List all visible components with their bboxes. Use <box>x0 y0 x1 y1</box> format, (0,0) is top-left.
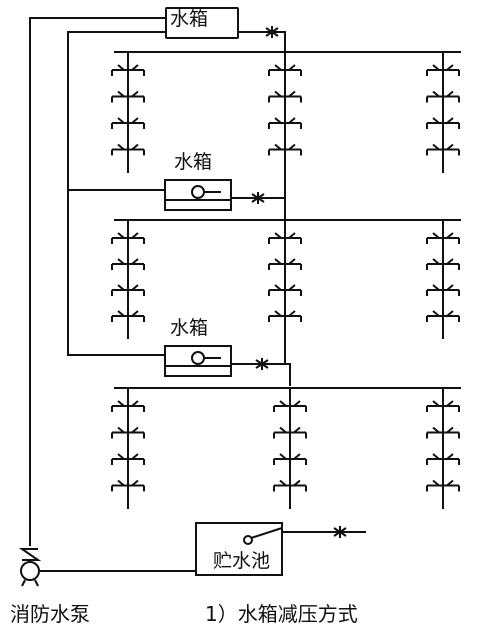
outlet-fixture-icon <box>111 64 145 76</box>
top-tank-label: 水箱 <box>170 8 209 30</box>
outlet-fixture-icon <box>111 143 145 156</box>
outlet-fixture-icon <box>426 64 460 76</box>
top-valve-icon <box>265 26 279 38</box>
outlet-fixture-icon <box>111 117 145 129</box>
outlet-fixture-icon <box>111 90 145 103</box>
outlet-fixture-icon <box>426 258 460 270</box>
lower-water-tank <box>164 345 232 377</box>
outlet-fixture-icon <box>268 284 302 296</box>
outlet-fixture-icon <box>111 453 145 465</box>
outlet-fixture-icon <box>426 310 460 322</box>
outlet-fixture-icon <box>273 453 307 465</box>
outlet-fixture-icon <box>273 400 307 412</box>
outlet-fixture-icon <box>426 232 460 244</box>
outlet-fixture-icon <box>268 232 302 244</box>
fire-pump-icon <box>18 548 42 587</box>
top-water-tank <box>165 7 239 39</box>
outlet-fixture-icon <box>426 479 460 492</box>
outlet-fixture-icon <box>426 284 460 296</box>
lower-tank-label: 水箱 <box>170 317 209 339</box>
outlet-fixture-icon <box>111 400 145 412</box>
outlet-fixture-icon <box>111 284 145 296</box>
outlet-fixture-icon <box>426 453 460 465</box>
pipe-network <box>29 17 461 572</box>
outlet-fixture-icon <box>111 479 145 492</box>
mid-valve-icon <box>251 192 265 204</box>
fire-pump-label: 消防水泵 <box>10 602 90 626</box>
outlet-fixture-icon <box>111 258 145 270</box>
outlet-fixture-icon <box>111 232 145 244</box>
outlet-fixture-icon <box>268 258 302 270</box>
outlet-fixture-icon <box>268 310 302 322</box>
outlet-fixture-icon <box>426 426 460 439</box>
outlet-fixture-icon <box>268 143 302 156</box>
equipment <box>18 7 347 587</box>
middle-tank-label: 水箱 <box>174 151 213 173</box>
reservoir-label: 贮水池 <box>213 550 271 572</box>
storage-reservoir <box>195 522 283 576</box>
outlet-fixture-icon <box>426 143 460 156</box>
outlet-fixture-icon <box>111 310 145 322</box>
outlet-fixture-icon <box>111 426 145 439</box>
outlet-fixture-icon <box>426 400 460 412</box>
outlet-fixtures <box>111 64 460 492</box>
reservoir-valve-icon <box>333 526 347 538</box>
outlet-fixture-icon <box>273 426 307 439</box>
outlet-fixture-icon <box>268 117 302 129</box>
outlet-fixture-icon <box>268 64 302 76</box>
low-valve-icon <box>255 358 269 370</box>
outlet-fixture-icon <box>426 117 460 129</box>
outlet-fixture-icon <box>273 479 307 492</box>
outlet-fixture-icon <box>426 90 460 103</box>
diagram-caption: 1）水箱减压方式 <box>205 602 358 626</box>
middle-water-tank <box>164 179 232 211</box>
outlet-fixture-icon <box>268 90 302 103</box>
